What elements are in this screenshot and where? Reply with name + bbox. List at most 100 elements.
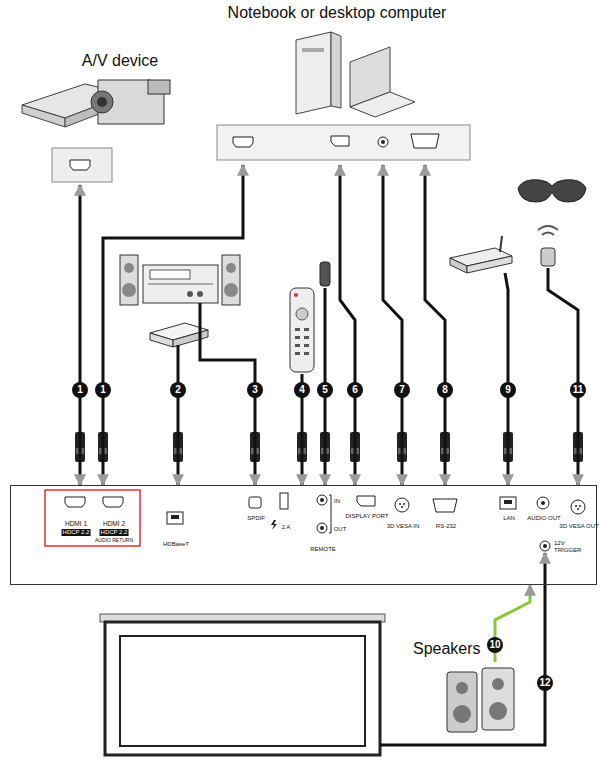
- remote-figure: [290, 288, 314, 372]
- device-heading: Notebook or desktop computer: [228, 4, 447, 22]
- text-holder: LAN: [503, 515, 515, 522]
- router-figure: [450, 236, 512, 273]
- stereo-figure: [150, 270, 190, 279]
- panel-ports: [579, 505, 581, 507]
- panel-ports: [320, 498, 324, 502]
- callout-badge: 3: [247, 382, 263, 398]
- computer-figure: [217, 32, 470, 160]
- port-label: AUDIO RETURN: [95, 538, 133, 544]
- av-device-figure: [52, 148, 112, 182]
- panel-ports: [45, 490, 140, 546]
- router-figure: [450, 258, 467, 273]
- callout-badge: 9: [500, 382, 516, 398]
- callout-number: 1: [72, 382, 88, 398]
- panel-ports: [537, 497, 549, 509]
- callout-badge: 12: [537, 675, 553, 691]
- 3d-glasses-figure: [518, 180, 586, 202]
- cable: [505, 273, 508, 485]
- 3d-glasses-figure: [541, 248, 555, 266]
- speakers-figure: [456, 682, 468, 694]
- screen-figure: [120, 636, 365, 746]
- stereo-figure: [226, 263, 236, 273]
- panel-ports: [540, 541, 550, 551]
- panel-ports: [571, 500, 585, 514]
- computer-figure: [302, 48, 324, 52]
- screen-figure: [100, 614, 385, 755]
- ir-receiver-figure: [320, 262, 330, 286]
- remote-figure: [290, 288, 314, 372]
- speakers-figure: [447, 672, 477, 732]
- stereo-figure: [224, 283, 238, 297]
- computer-figure: [411, 134, 439, 148]
- remote-figure: [295, 328, 300, 331]
- remote-figure: [296, 308, 308, 320]
- port-label: HDMI 2: [103, 520, 125, 527]
- stereo-figure: [120, 255, 240, 305]
- stereo-figure: [222, 255, 240, 305]
- remote-figure: [295, 336, 300, 339]
- port-label: 3D VESA IN: [387, 523, 420, 530]
- callout-badge: 4: [294, 382, 310, 398]
- callout-number: 8: [437, 382, 453, 398]
- text-holder: HDMI 1: [65, 520, 87, 527]
- callout-number: 11: [570, 382, 586, 398]
- av-device-figure: [22, 80, 170, 182]
- text-holder: IN: [334, 498, 340, 505]
- av-device-figure: [70, 160, 90, 170]
- panel-ports: [320, 526, 324, 530]
- callout-badge: 5: [317, 382, 333, 398]
- panel-ports: [167, 512, 183, 524]
- port-label: HDMI 1: [65, 520, 87, 527]
- port-label: HDBaseT: [163, 541, 189, 548]
- callout-badge: 6: [347, 382, 363, 398]
- port-badge: HDCP 2.2: [62, 529, 91, 536]
- callout-number: 9: [500, 382, 516, 398]
- device-heading: Speakers: [413, 640, 481, 658]
- stereo-figure: [122, 283, 136, 297]
- cable: [340, 165, 355, 485]
- panel-ports: [395, 498, 409, 512]
- callout-number: 1: [95, 382, 111, 398]
- text-holder: SPDIF: [247, 515, 265, 522]
- ir-receiver-figure: [320, 262, 330, 286]
- screen-figure: [105, 622, 380, 755]
- computer-group: Notebook or desktop computer: [215, 5, 475, 165]
- speakers-figure: [482, 668, 514, 730]
- stereo-figure: [120, 255, 138, 305]
- port-label: IN: [334, 498, 340, 505]
- computer-figure: [331, 136, 349, 146]
- cable: [548, 268, 578, 485]
- port-label: DISPLAY PORT: [345, 513, 388, 520]
- panel-ports: [249, 497, 261, 508]
- port-label: LAN: [503, 515, 515, 522]
- port-label: SPDIF: [247, 515, 265, 522]
- stereo-figure: [124, 263, 134, 273]
- hdbaset-box-figure: [173, 330, 208, 347]
- panel-ports: [65, 497, 85, 507]
- text-holder: HDCP 2.2: [62, 529, 91, 536]
- cable: [380, 553, 545, 745]
- computer-figure: [233, 137, 253, 147]
- remote-figure: [295, 352, 300, 355]
- projector-rear-panel: HDMI 1HDCP 2.2HDMI 2HDCP 2.2AUDIO RETURN…: [10, 485, 597, 585]
- device-heading: A/V device: [82, 52, 158, 70]
- av-device-figure: [97, 97, 107, 107]
- panel-ports: [171, 515, 179, 519]
- cable: [103, 165, 243, 485]
- av-device-figure: [91, 91, 113, 113]
- text-holder: 3D VESA IN: [387, 523, 420, 530]
- av-device-figure: [148, 80, 170, 94]
- callout-number: 10: [487, 637, 503, 653]
- port-label: AUDIO OUT: [527, 515, 560, 522]
- remote-figure: [304, 344, 309, 347]
- callout-badge: 2: [170, 382, 186, 398]
- text-holder: A/V device: [82, 52, 158, 70]
- computer-figure: [378, 137, 388, 147]
- port-label: 3D VESA OUT: [559, 523, 598, 530]
- port-label: 12V TRIGGER: [554, 540, 588, 553]
- cable: [425, 165, 445, 485]
- panel-ports: [45, 490, 585, 551]
- callout-badge: 8: [437, 382, 453, 398]
- panel-ports: [401, 506, 403, 508]
